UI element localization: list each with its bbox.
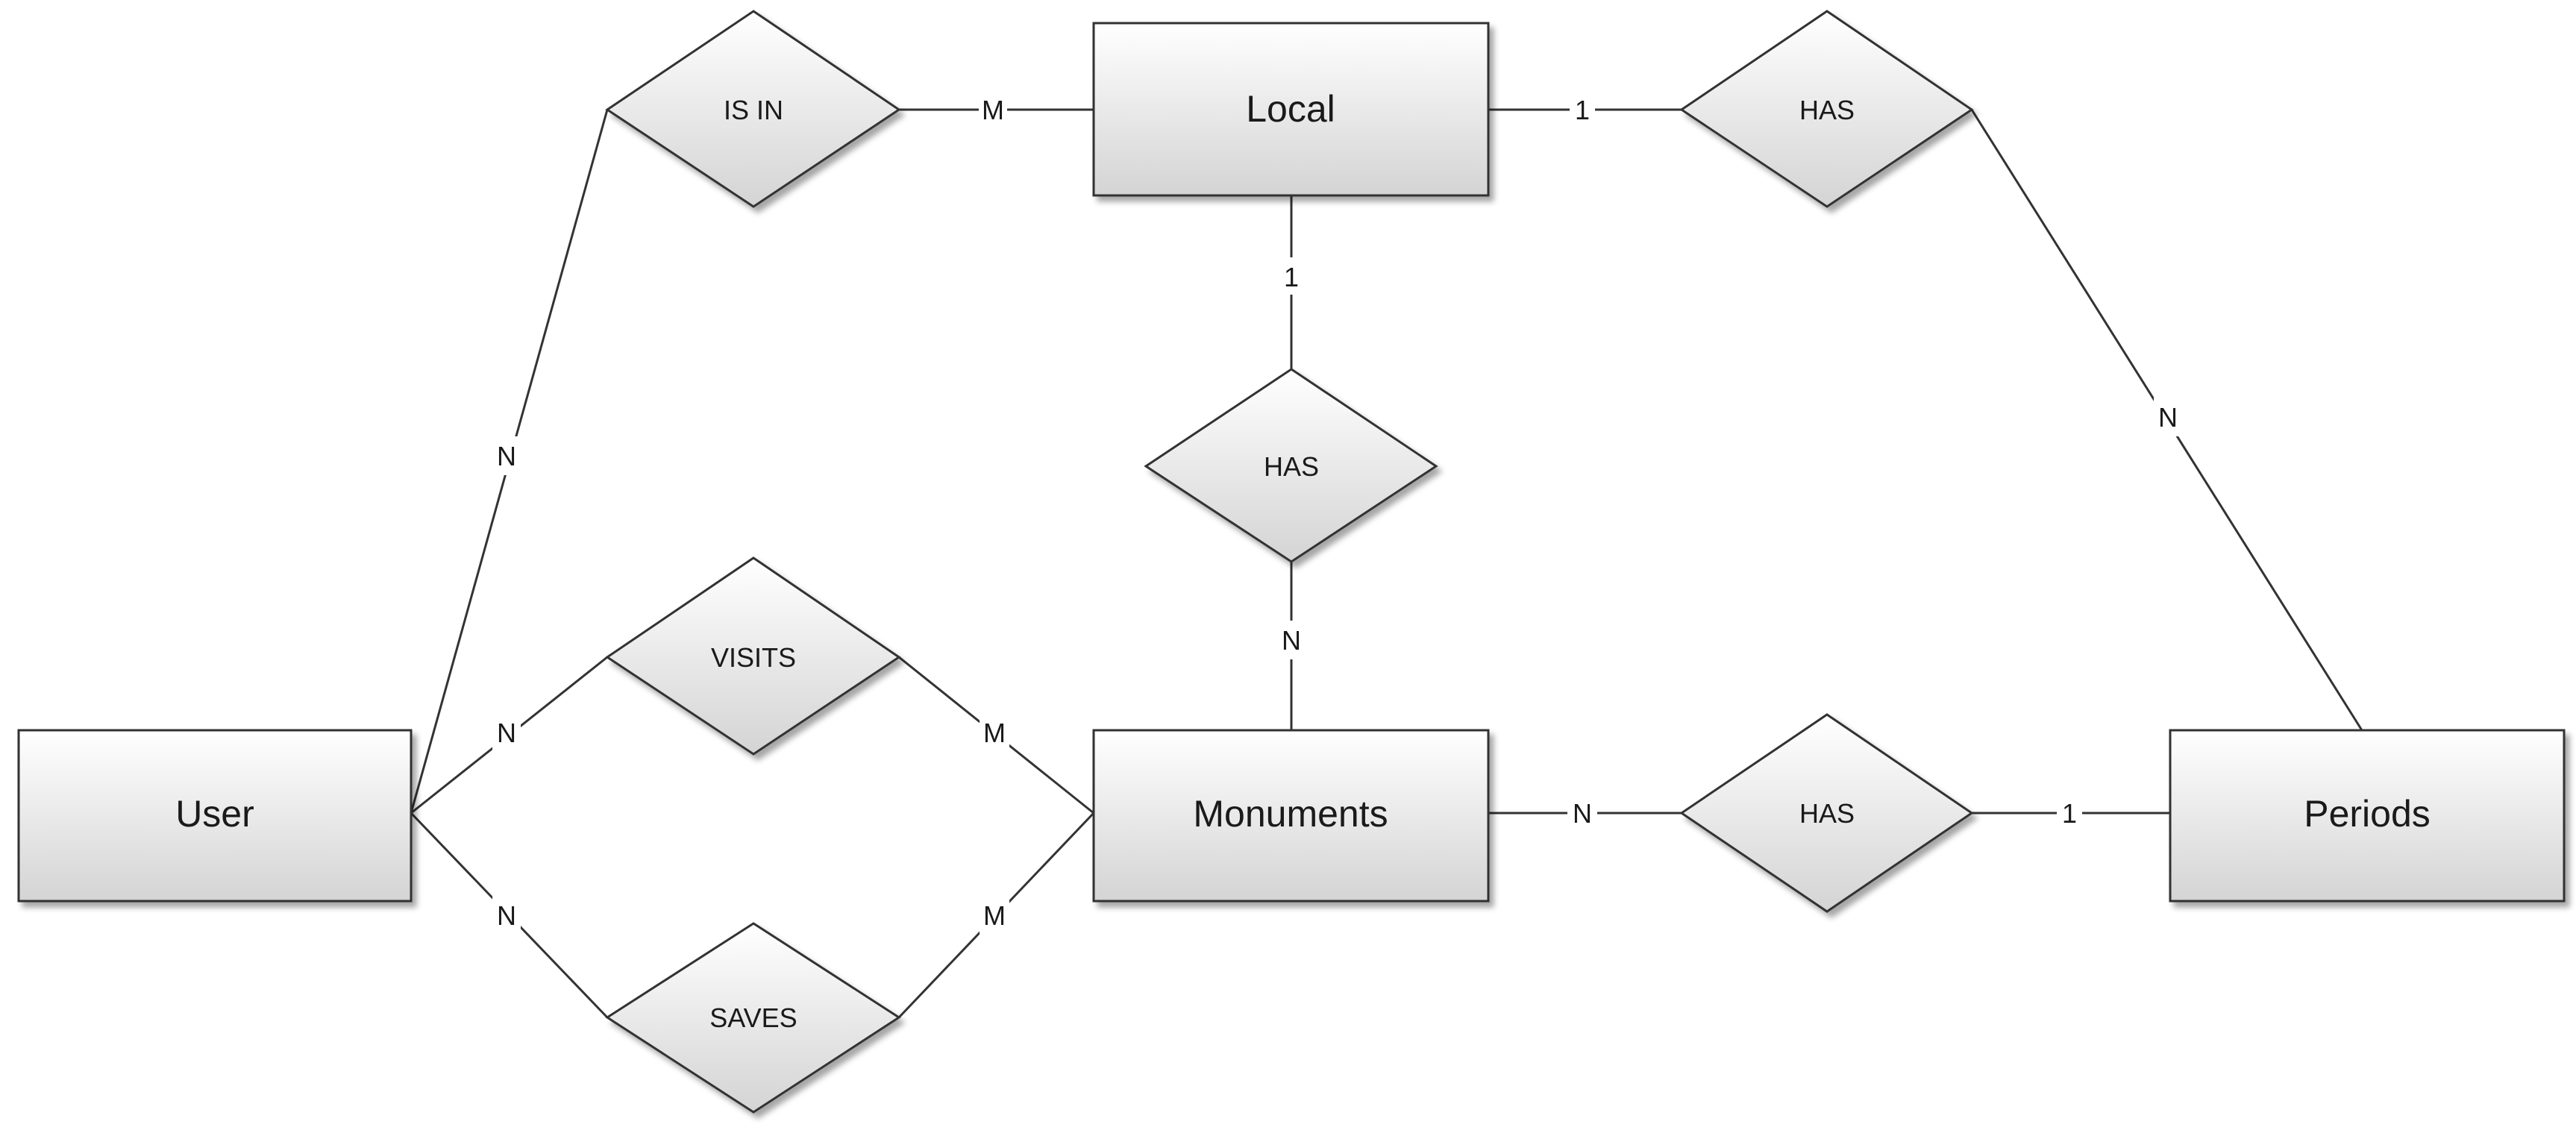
entity-label: Local [1246,88,1335,130]
cardinality-label: N [2158,402,2178,433]
cardinality-label: 1 [2062,798,2077,829]
relationship-has-monuments-periods[interactable]: HAS [1679,713,1974,913]
cardinality-label: N [1573,798,1592,829]
relationship-label: SAVES [709,1002,797,1033]
cardinality-label: M [982,95,1004,125]
entity-user[interactable]: User [17,729,413,903]
relationship-label: VISITS [711,642,796,673]
relationship-label: HAS [1264,451,1319,482]
entity-monuments[interactable]: Monuments [1092,729,1490,903]
cardinality-label: N [497,718,516,748]
relationship-visits[interactable]: VISITS [605,556,901,756]
cardinality-label: N [497,900,516,931]
relationship-label: IS IN [724,95,783,125]
relationship-label: HAS [1799,95,1855,125]
cardinality-label: N [497,441,516,471]
entity-label: Monuments [1193,793,1388,835]
cardinality-labels: M N 1 N 1 N N M N M N 1 [492,90,2182,935]
cardinality-label: 1 [1284,262,1299,292]
entities: Local User Monuments Periods [17,22,2566,903]
cardinality-label: M [983,900,1006,931]
relationship-is-in[interactable]: IS IN [605,10,901,208]
entity-periods[interactable]: Periods [2169,729,2566,903]
cardinality-label: M [983,718,1006,748]
entity-label: Periods [2304,793,2431,835]
relationship-saves[interactable]: SAVES [605,922,901,1114]
relationship-has-local-periods[interactable]: HAS [1679,10,1974,208]
cardinality-label: N [1282,625,1301,656]
relationship-label: HAS [1799,798,1855,829]
entity-local[interactable]: Local [1092,22,1490,197]
entity-label: User [175,793,254,835]
relationship-has-local-monuments[interactable]: HAS [1144,368,1438,563]
cardinality-label: 1 [1575,95,1590,125]
relationships: IS IN HAS HAS VISITS SAVES HAS [605,10,1974,1114]
